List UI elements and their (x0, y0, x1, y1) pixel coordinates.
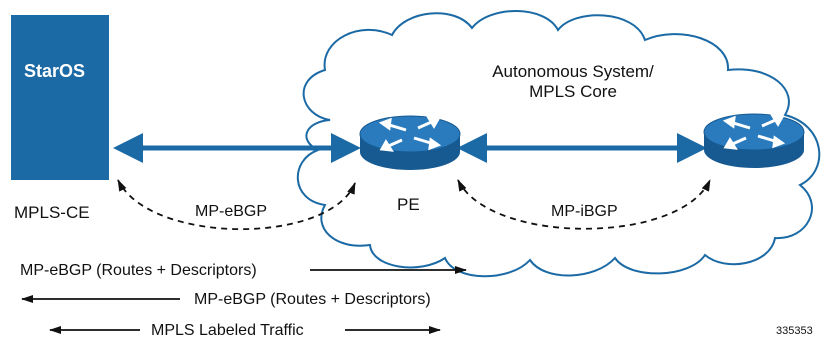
staros-box (11, 15, 109, 180)
figure-id: 335353 (776, 325, 813, 337)
legend-routes-right-label: MP-eBGP (Routes + Descriptors) (20, 262, 257, 279)
mp-ebgp-label: MP-eBGP (195, 203, 267, 220)
legend-traffic-label: MPLS Labeled Traffic (151, 322, 304, 339)
router-icon (359, 115, 461, 170)
pe-label: PE (397, 195, 420, 214)
staros-label: StarOS (24, 61, 85, 81)
legend-routes-left-label: MP-eBGP (Routes + Descriptors) (194, 291, 431, 308)
mp-ibgp-label: MP-iBGP (551, 203, 618, 220)
cloud-title-line1: Autonomous System/ (492, 62, 654, 81)
cloud-title-line2: MPLS Core (529, 82, 617, 101)
mpls-ce-label: MPLS-CE (14, 203, 90, 222)
mp-ebgp-session-arc (117, 179, 356, 231)
router-icon (703, 113, 805, 168)
